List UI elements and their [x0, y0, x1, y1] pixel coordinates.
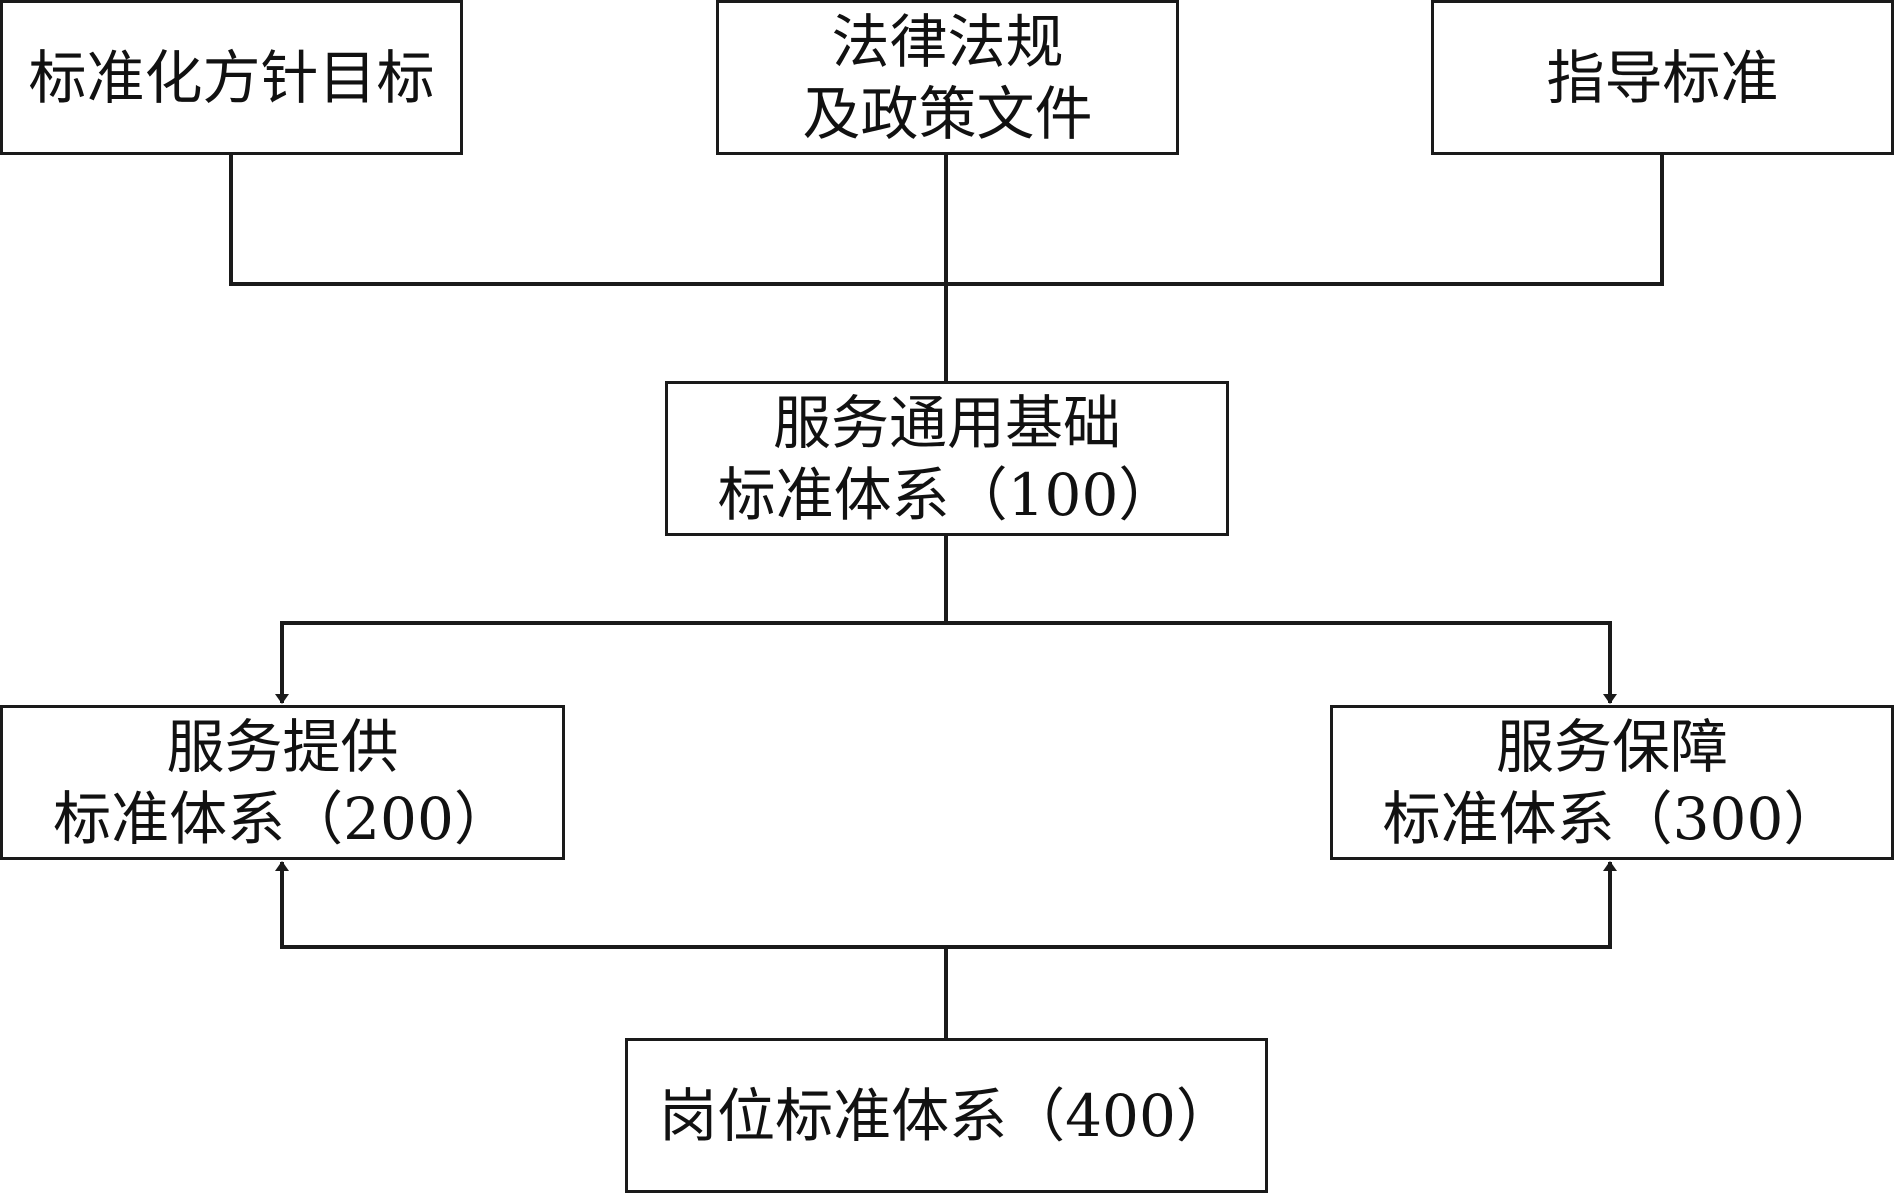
node-goals-line-1: 标准化方针目标: [28, 43, 435, 112]
node-laws-line-2: 及政策文件: [802, 79, 1093, 148]
node-support-line-1: 服务保障: [1495, 712, 1728, 781]
node-support-line-2: 标准体系（300）: [1382, 784, 1842, 853]
node-base-line-2: 标准体系（100）: [717, 460, 1177, 529]
edge-base-to-support: [944, 536, 1617, 704]
node-provide-line-2: 标准体系（200）: [53, 784, 512, 853]
node-service-provision-standards: 服务提供 标准体系（200）: [0, 705, 565, 860]
node-service-support-standards: 服务保障 标准体系（300）: [1330, 705, 1894, 860]
edge-position-to-provide: [275, 861, 948, 1038]
node-service-base-standards: 服务通用基础 标准体系（100）: [665, 381, 1229, 536]
node-laws-and-policies: 法律法规 及政策文件: [716, 0, 1179, 155]
node-provide-line-1: 服务提供: [166, 712, 399, 781]
node-position-line-1: 岗位标准体系（400）: [659, 1081, 1234, 1150]
node-laws-line-1: 法律法规: [831, 7, 1064, 76]
node-guiding-standards: 指导标准: [1431, 0, 1894, 155]
edge-guide-to-base: [944, 155, 1664, 381]
node-guide-line-1: 指导标准: [1546, 43, 1779, 112]
edge-position-to-support: [944, 861, 1617, 1038]
edge-goals-to-base: [229, 155, 948, 381]
node-standardization-goals: 标准化方针目标: [0, 0, 463, 155]
node-position-standards: 岗位标准体系（400）: [625, 1038, 1268, 1193]
node-base-line-1: 服务通用基础: [772, 388, 1121, 457]
edge-base-to-provide: [275, 536, 948, 704]
